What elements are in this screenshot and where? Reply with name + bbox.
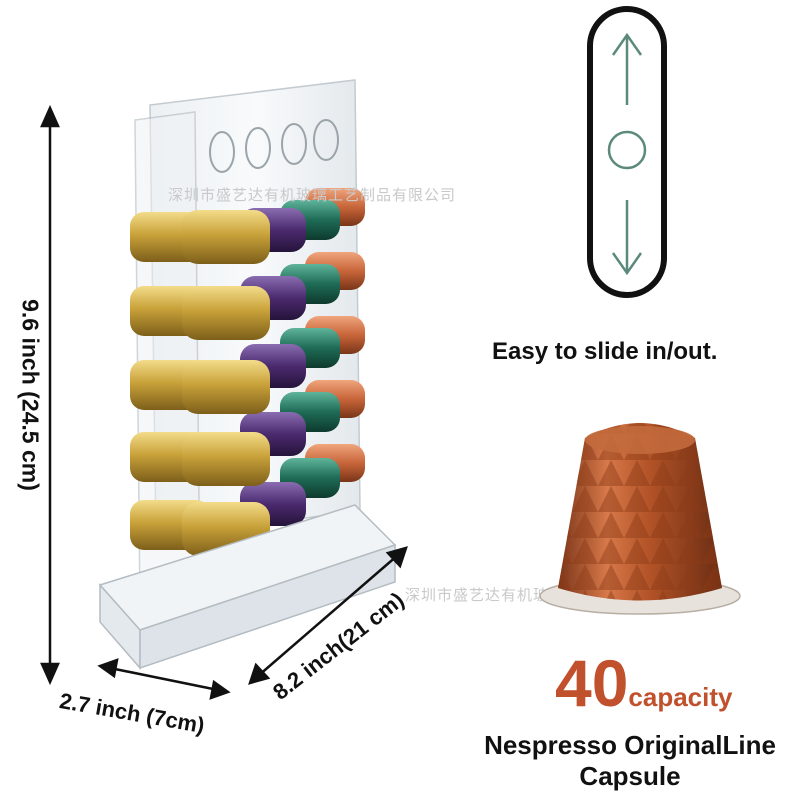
- product-name-line2: Capsule: [579, 761, 681, 791]
- dimension-arrows: [40, 104, 408, 700]
- circle-icon: [607, 130, 647, 170]
- feature-text: Easy to slide in/out.: [492, 338, 718, 365]
- height-dimension-label: 9.6 inch (24.5 cm): [17, 299, 44, 491]
- arrow-head-icon: [97, 658, 119, 679]
- capacity-word: capacity: [628, 682, 733, 712]
- product-name: Nespresso OriginalLine Capsule: [460, 730, 800, 792]
- slot-diagram: [587, 6, 667, 298]
- slot-outline: [587, 6, 667, 298]
- capsule-illustration: [539, 423, 741, 615]
- acrylic-base: [98, 504, 397, 671]
- width-arrow-line: [109, 666, 219, 692]
- watermark-text: 深圳市盛艺达有机玻璃工艺制品有限公司: [168, 187, 457, 204]
- depth-arrow-line: [257, 554, 399, 677]
- arrow-head-icon: [385, 546, 408, 569]
- product-name-line1: Nespresso OriginalLine: [484, 730, 776, 760]
- arrow-down-icon: [611, 200, 643, 276]
- arrow-up-icon: [611, 32, 643, 105]
- arrow-head-icon: [40, 104, 60, 128]
- capsule-holder-photo: [98, 79, 397, 671]
- arrow-head-icon: [209, 679, 231, 700]
- arrow-head-icon: [248, 662, 271, 685]
- capacity-badge: 40capacity: [555, 650, 733, 716]
- capsule-column-gold: [130, 210, 270, 556]
- capacity-number: 40: [555, 646, 629, 720]
- arrow-head-icon: [40, 662, 60, 686]
